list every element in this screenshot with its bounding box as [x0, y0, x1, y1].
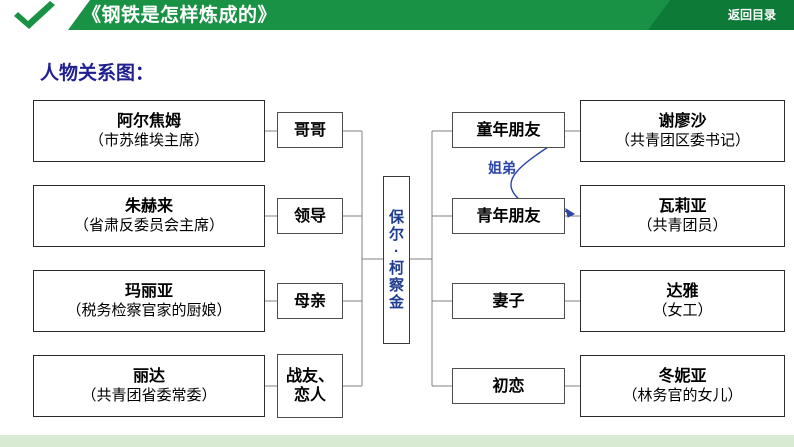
- relation-text: 童年朋友: [476, 121, 541, 139]
- person-node-left-1[interactable]: 阿尔焦姆 （市苏维埃主席）: [33, 100, 265, 162]
- person-name: 阿尔焦姆: [116, 112, 181, 130]
- center-char-6: 金: [388, 294, 404, 311]
- relation-label-youth-friend[interactable]: 青年朋友: [452, 198, 565, 234]
- person-role: （省肃反委员会主席）: [73, 217, 224, 234]
- page-header: 《钢铁是怎样炼成的》 返回目录: [0, 0, 794, 30]
- relation-label-comrade-lover[interactable]: 战友、 恋人: [277, 354, 343, 418]
- return-to-menu-button[interactable]: 返回目录: [727, 8, 776, 22]
- person-name: 谢廖沙: [658, 112, 707, 130]
- annotation-sibling-label: 姐弟: [488, 160, 516, 176]
- person-node-left-2[interactable]: 朱赫来 （省肃反委员会主席）: [33, 185, 265, 247]
- person-role: （税务检察官家的厨娘）: [66, 302, 232, 319]
- person-node-right-1[interactable]: 谢廖沙 （共青团区委书记）: [580, 100, 785, 162]
- header-dark-band: [648, 0, 794, 30]
- check-icon: [14, 1, 55, 29]
- person-name: 丽达: [132, 367, 165, 385]
- center-char-5: 察: [388, 277, 404, 294]
- person-role: （共青团省委常委）: [81, 387, 217, 404]
- person-role: （林务官的女儿）: [622, 387, 743, 404]
- relation-text: 领导: [293, 207, 326, 225]
- person-node-left-3[interactable]: 玛丽亚 （税务检察官家的厨娘）: [33, 270, 265, 332]
- person-role: （共青团员）: [637, 217, 728, 234]
- page-title: 《钢铁是怎样炼成的》: [82, 5, 278, 26]
- center-char-4: 柯: [388, 260, 404, 277]
- person-role: （共青团区委书记）: [614, 132, 750, 149]
- person-name: 达雅: [666, 282, 699, 300]
- person-node-right-4[interactable]: 冬妮亚 （林务官的女儿）: [580, 355, 785, 417]
- person-name: 玛丽亚: [124, 282, 173, 300]
- center-char-3: ·: [394, 243, 399, 260]
- relation-text: 初恋: [492, 377, 525, 395]
- center-node-protagonist[interactable]: 保 尔 · 柯 察 金: [383, 176, 410, 344]
- relation-text: 青年朋友: [476, 207, 541, 225]
- relation-label-first-love[interactable]: 初恋: [452, 368, 565, 404]
- footer-bar: [0, 435, 794, 447]
- person-node-right-3[interactable]: 达雅 （女工）: [580, 270, 785, 332]
- relation-label-leader[interactable]: 领导: [277, 198, 343, 234]
- person-name: 冬妮亚: [658, 367, 707, 385]
- person-role: （女工）: [652, 302, 713, 319]
- center-char-2: 尔: [388, 226, 404, 243]
- relation-label-brother[interactable]: 哥哥: [277, 112, 343, 148]
- section-title: 人物关系图：: [40, 63, 155, 84]
- person-node-right-2[interactable]: 瓦莉亚 （共青团员）: [580, 185, 785, 247]
- relation-text: 妻子: [492, 292, 525, 310]
- relation-text-line1: 战友、: [285, 368, 334, 385]
- relation-text: 哥哥: [293, 121, 326, 139]
- relation-label-mother[interactable]: 母亲: [277, 283, 343, 319]
- center-char-1: 保: [388, 209, 404, 226]
- relation-label-wife[interactable]: 妻子: [452, 283, 565, 319]
- relation-text: 母亲: [293, 292, 326, 310]
- person-node-left-4[interactable]: 丽达 （共青团省委常委）: [33, 355, 265, 417]
- person-name: 朱赫来: [124, 197, 173, 215]
- relation-text-line2: 恋人: [293, 387, 326, 404]
- relation-label-childhood-friend[interactable]: 童年朋友: [452, 112, 565, 148]
- person-role: （市苏维埃主席）: [88, 132, 209, 149]
- person-name: 瓦莉亚: [658, 197, 707, 215]
